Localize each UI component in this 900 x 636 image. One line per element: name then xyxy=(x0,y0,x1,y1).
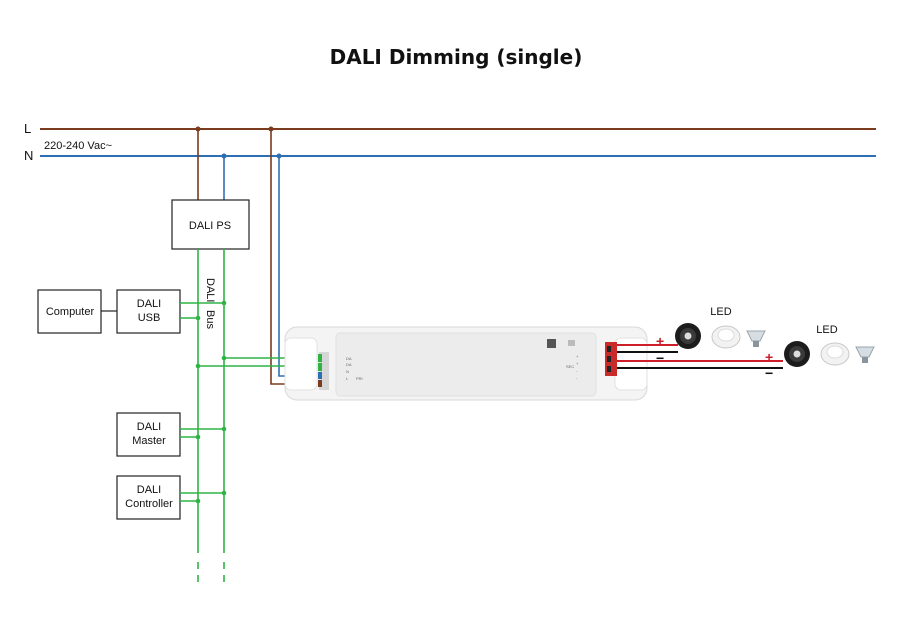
bus-dot xyxy=(195,315,201,321)
junction-dot xyxy=(195,126,201,132)
input-terminal-label: DA xyxy=(346,362,352,367)
output-terminal-label: + xyxy=(576,354,579,359)
dali-usb-label-1: DALI xyxy=(137,298,161,310)
positive-marker: + xyxy=(656,333,664,349)
dali-controller-box xyxy=(116,475,181,520)
junction-dot xyxy=(221,153,227,159)
led-downlight-icon xyxy=(711,325,741,349)
dali-master-label-2: Master xyxy=(132,435,166,447)
bus-dot xyxy=(221,426,227,432)
voltage-label: 220-240 Vac~ xyxy=(44,140,112,152)
dali-usb-label-2: USB xyxy=(138,312,161,324)
qr-code-icon xyxy=(547,339,556,348)
junction-dot xyxy=(276,153,282,159)
input-terminal-label: L xyxy=(346,376,349,381)
bus-dot xyxy=(195,434,201,440)
led-label: LED xyxy=(816,324,837,336)
led-strip-reel-icon xyxy=(675,323,701,349)
dali-master-box xyxy=(116,412,181,457)
diagram-title: DALI Dimming (single) xyxy=(330,45,583,69)
dali-ps-label: DALI PS xyxy=(189,220,231,232)
output-terminal-label: - xyxy=(576,375,578,380)
output-tag: SEC xyxy=(566,364,574,369)
dali-master-label-1: DALI xyxy=(137,421,161,433)
junction-dot xyxy=(268,126,274,132)
negative-marker: − xyxy=(765,365,773,381)
dali-ps-box xyxy=(171,199,250,250)
led-label: LED xyxy=(710,306,731,318)
bus-dot xyxy=(195,363,201,369)
input-terminal-label: N xyxy=(346,369,349,374)
led-spotlight-icon xyxy=(746,330,766,347)
dali-usb-box xyxy=(116,289,181,334)
symbol-icon xyxy=(568,340,575,346)
bus-dot xyxy=(221,490,227,496)
dali-controller-label-2: Controller xyxy=(125,498,173,510)
computer-label: Computer xyxy=(46,306,95,318)
output-terminal-label: + xyxy=(576,361,579,366)
bus-dot xyxy=(221,355,227,361)
input-terminal-label: DA xyxy=(346,356,352,361)
neutral-label: N xyxy=(24,148,33,163)
negative-marker: − xyxy=(656,350,664,366)
led-spotlight-icon xyxy=(855,346,875,363)
dali-controller-label-1: DALI xyxy=(137,484,161,496)
output-terminal-label: - xyxy=(576,368,578,373)
bus-dot xyxy=(195,498,201,504)
computer-box xyxy=(37,289,102,334)
dali-bus-label-line1: DALI xyxy=(204,278,216,302)
led-strip-reel-icon xyxy=(784,341,810,367)
dali-bus-label-line2: Bus xyxy=(204,310,216,329)
input-tag: PRI xyxy=(356,376,363,381)
live-label: L xyxy=(24,121,31,136)
bus-dot xyxy=(221,300,227,306)
positive-marker: + xyxy=(765,349,773,365)
input-terminal-block xyxy=(319,352,329,390)
led-driver: DA DA N L PRI SEC + + - - xyxy=(284,326,648,401)
led-downlight-icon xyxy=(820,342,850,366)
